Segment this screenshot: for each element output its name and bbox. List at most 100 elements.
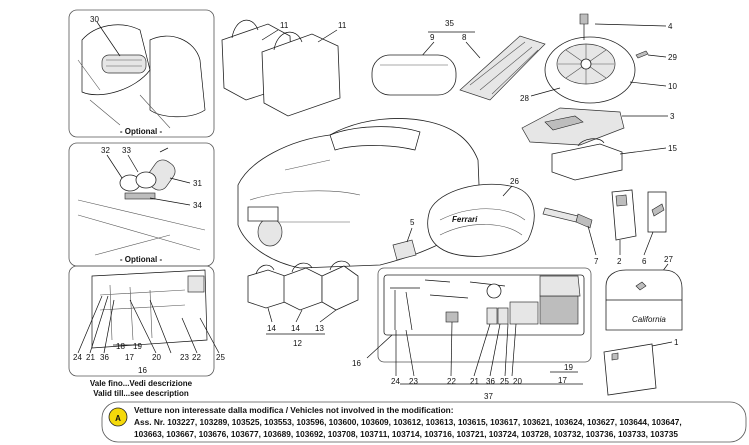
callout-b19: 19 — [133, 342, 142, 351]
optional-caption-1: - Optional - — [120, 127, 163, 136]
leader-15 — [619, 147, 667, 155]
callout-c25: 25 — [500, 377, 509, 386]
callout-b22: 22 — [192, 353, 201, 362]
callout-b36: 36 — [100, 353, 109, 362]
leader-c36 — [489, 323, 501, 377]
callout-9: 9 — [430, 33, 435, 42]
toolkit-fuse-1 — [486, 307, 498, 325]
car-cover-bag — [427, 183, 535, 257]
manual-1 — [603, 343, 657, 396]
rear-panel-outline — [149, 35, 206, 118]
leader-8 — [465, 41, 481, 59]
boot-doc-shape — [187, 275, 205, 293]
leader-b22 — [181, 317, 198, 354]
modification-note: A Vetture non interessate dalla modifica… — [101, 401, 747, 443]
callout-3: 3 — [670, 112, 675, 121]
toolkit-compressor — [539, 295, 579, 325]
callout-14a: 14 — [267, 324, 276, 333]
part-5-shape — [392, 239, 417, 261]
car-wheel-side — [257, 217, 283, 247]
leader-29 — [647, 54, 667, 58]
toolkit-socket — [486, 283, 502, 299]
spare-wheel-hub — [580, 58, 592, 70]
leader-6 — [643, 231, 654, 256]
extinguisher-nozzle — [159, 147, 169, 153]
rear-bag-seams — [106, 59, 142, 67]
luggage-small-1 — [247, 269, 286, 309]
callout-6: 6 — [642, 257, 647, 266]
car-body — [237, 118, 481, 269]
callout-c22: 22 — [447, 377, 456, 386]
callout-b23: 23 — [180, 353, 189, 362]
tool-bag-handle — [577, 138, 605, 147]
panel-frame — [68, 9, 215, 138]
toolkit-case-top — [539, 275, 581, 297]
callout-c19: 19 — [564, 363, 573, 372]
callout-b25: 25 — [216, 353, 225, 362]
callout-b18: 18 — [116, 342, 125, 351]
callout-10: 10 — [668, 82, 677, 91]
luggage-small-3 — [321, 265, 359, 311]
leader-b21 — [89, 295, 109, 354]
callout-c16: 16 — [352, 359, 361, 368]
leader-b25 — [199, 317, 220, 354]
small-items: 5 7 2 6 27 California 1 — [392, 189, 683, 396]
note-line-1: Vetture non interessate dalla modifica /… — [134, 405, 454, 415]
callout-b20: 20 — [152, 353, 161, 362]
callout-13: 13 — [315, 324, 324, 333]
spare-wheel-group: 4 29 10 28 — [520, 13, 677, 104]
panel-extinguisher-optional: 32 33 31 34 - Optional - — [68, 142, 215, 267]
note-marker-letter: A — [115, 414, 121, 423]
callout-b21: 21 — [86, 353, 95, 362]
luggage-small-handles — [255, 260, 351, 275]
optional-caption-2: - Optional - — [120, 255, 163, 264]
callout-4: 4 — [668, 22, 673, 31]
leader-c20 — [511, 323, 517, 377]
floor-lines — [77, 199, 206, 256]
tool-bag — [551, 143, 623, 181]
callout-34: 34 — [193, 201, 202, 210]
leader-b24 — [77, 295, 103, 354]
callout-35: 35 — [445, 19, 454, 28]
callout-31: 31 — [193, 179, 202, 188]
leader-11b — [317, 29, 338, 43]
note-frame — [101, 401, 747, 443]
callout-2: 2 — [617, 257, 622, 266]
bag-folds — [439, 208, 526, 236]
wallet-logo-shape — [615, 194, 628, 207]
callout-32: 32 — [101, 146, 110, 155]
luggage-set-11: 11 11 — [221, 19, 347, 117]
callout-15: 15 — [668, 144, 677, 153]
callout-11b: 11 — [338, 21, 347, 30]
torch-body — [542, 207, 579, 223]
leader-26 — [502, 185, 513, 197]
rear-bag-shape — [101, 54, 147, 74]
panel-boot-layout: 24 21 36 17 18 19 20 23 22 25 16 Vale fi… — [68, 265, 225, 398]
windstop-frame — [459, 35, 546, 101]
callout-29: 29 — [668, 53, 677, 62]
jack-tray — [521, 107, 625, 146]
callout-28: 28 — [520, 94, 529, 103]
leader-13 — [319, 309, 337, 323]
windstop-mesh — [469, 41, 539, 95]
leader-31 — [169, 177, 191, 184]
bag-ferrari-logo: Ferrari — [452, 215, 478, 224]
luggage-set-12: 14 14 13 12 — [247, 260, 359, 348]
leader-c23 — [405, 329, 415, 377]
callout-27: 27 — [664, 255, 673, 264]
car-windshield — [329, 126, 421, 151]
leader-b20 — [129, 299, 157, 354]
luggage-small-2 — [283, 267, 323, 311]
callout-14b: 14 — [291, 324, 300, 333]
car-grille — [247, 206, 279, 222]
leader-30 — [96, 21, 121, 57]
leader-34 — [149, 197, 191, 206]
callout-c23: 23 — [409, 377, 418, 386]
callout-c37: 37 — [484, 392, 493, 401]
callout-c36: 36 — [486, 377, 495, 386]
valid-till-caption: Valid till...see description — [93, 389, 189, 398]
leader-10 — [629, 81, 667, 87]
car-cover-bag-26: Ferrari 26 — [427, 177, 535, 257]
note-marker-a — [108, 407, 128, 427]
vale-fino-caption: Vale fino...Vedi descrizione — [90, 379, 193, 388]
